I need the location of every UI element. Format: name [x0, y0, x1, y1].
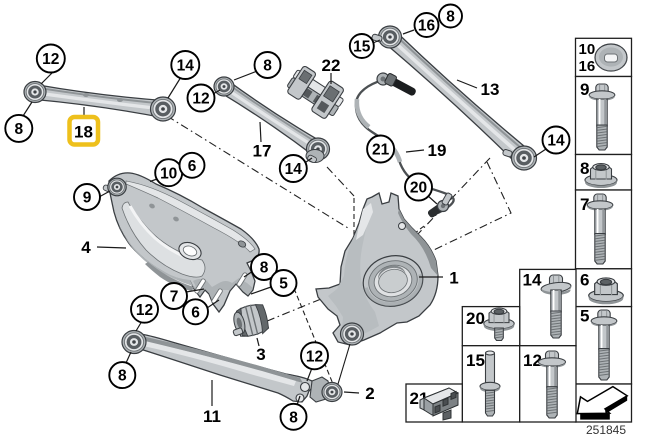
svg-text:12: 12	[192, 91, 209, 108]
svg-text:10: 10	[579, 41, 596, 58]
svg-text:18: 18	[74, 123, 93, 142]
svg-text:12: 12	[42, 51, 59, 68]
svg-text:8: 8	[263, 58, 272, 75]
svg-text:13: 13	[481, 80, 500, 99]
svg-text:14: 14	[285, 161, 303, 178]
svg-text:19: 19	[428, 141, 447, 160]
svg-text:12: 12	[306, 348, 323, 365]
svg-text:17: 17	[253, 142, 272, 161]
svg-text:15: 15	[466, 351, 485, 370]
svg-text:7: 7	[170, 289, 179, 306]
svg-text:8: 8	[580, 159, 589, 178]
svg-text:6: 6	[191, 304, 200, 321]
svg-text:8: 8	[118, 368, 127, 385]
svg-text:5: 5	[580, 307, 589, 326]
svg-text:21: 21	[372, 142, 390, 159]
svg-text:12: 12	[523, 351, 542, 370]
svg-text:1: 1	[449, 269, 458, 288]
svg-text:10: 10	[160, 165, 177, 182]
svg-text:2: 2	[365, 384, 374, 403]
svg-text:9: 9	[83, 190, 92, 207]
svg-text:251845: 251845	[586, 423, 626, 437]
svg-text:20: 20	[466, 309, 485, 328]
svg-text:16: 16	[579, 58, 596, 75]
svg-text:4: 4	[81, 238, 91, 257]
svg-text:8: 8	[446, 9, 455, 26]
svg-text:5: 5	[279, 276, 288, 293]
svg-text:15: 15	[353, 39, 371, 56]
svg-text:11: 11	[203, 407, 221, 426]
svg-text:8: 8	[260, 260, 269, 277]
svg-text:3: 3	[256, 345, 265, 364]
svg-text:14: 14	[177, 58, 195, 75]
svg-text:8: 8	[14, 121, 23, 138]
svg-text:16: 16	[418, 18, 436, 35]
svg-text:22: 22	[322, 56, 341, 75]
svg-text:9: 9	[580, 80, 589, 99]
svg-text:8: 8	[289, 409, 298, 426]
svg-text:6: 6	[580, 271, 589, 290]
svg-text:14: 14	[547, 133, 565, 150]
svg-text:6: 6	[188, 158, 197, 175]
svg-text:12: 12	[136, 302, 153, 319]
svg-text:20: 20	[410, 180, 427, 197]
svg-text:7: 7	[580, 195, 589, 214]
svg-text:14: 14	[523, 271, 542, 290]
